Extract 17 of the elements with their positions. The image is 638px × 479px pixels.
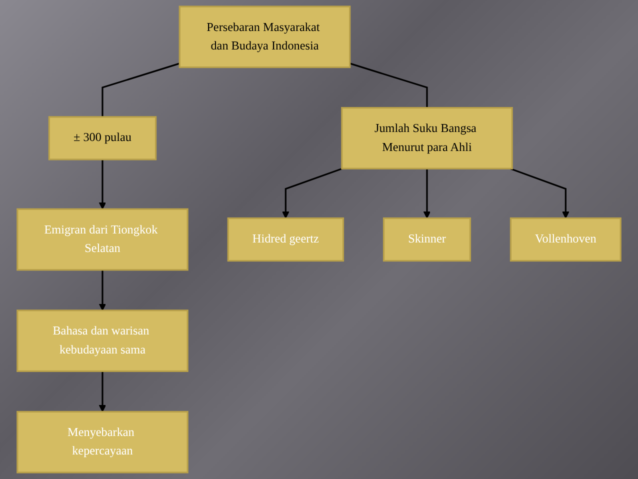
arrow (282, 168, 342, 219)
node-box: Skinner (382, 217, 472, 262)
node-box: Menyebarkan kepercayaan (16, 410, 188, 474)
node-box: Persebaran Masyarakat dan Budaya Indonesia (178, 6, 351, 68)
node-box: Emigran dari Tiongkok Selatan (16, 208, 188, 271)
arrow (98, 270, 106, 311)
node-box: Hidred geertz (227, 217, 344, 262)
arrow (510, 168, 570, 219)
node-box: Vollenhoven (510, 217, 622, 262)
connector (102, 62, 180, 117)
arrow (423, 168, 431, 219)
node-box: ± 300 pulau (48, 116, 157, 160)
arrow (98, 159, 106, 210)
arrow (98, 371, 106, 412)
connector (350, 62, 428, 108)
node-box: Bahasa dan warisan kebudayaan sama (16, 310, 188, 372)
node-box: Jumlah Suku Bangsa Menurut para Ahli (341, 106, 513, 170)
